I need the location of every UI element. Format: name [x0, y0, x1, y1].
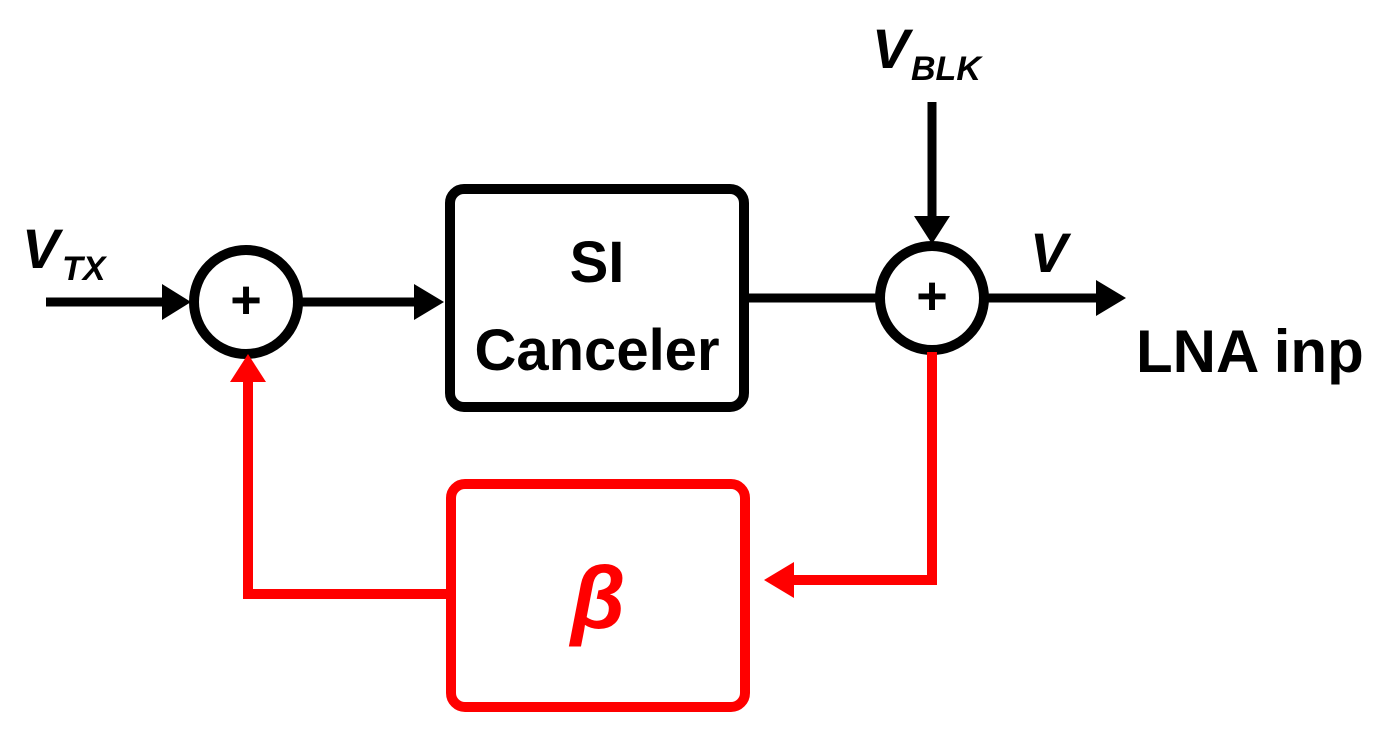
tx-label-sub: TX: [62, 250, 108, 288]
arrow-head-icon: [230, 354, 266, 382]
canceler-label-line1: SI: [570, 230, 625, 295]
blk-label-sub: BLK: [911, 50, 983, 88]
circle-plus-icon: [189, 245, 303, 359]
lna-input-caption: LNA inp: [1136, 318, 1364, 385]
si-canceler-block: SI Canceler: [445, 184, 749, 412]
arrow-head-icon: [162, 284, 191, 320]
output-label: V: [1030, 221, 1072, 284]
arrow-head-icon: [914, 216, 950, 244]
tx-input-arrow: [46, 284, 191, 320]
arrow-head-icon: [1096, 280, 1126, 316]
canceler-label-line2: Canceler: [474, 318, 719, 383]
left-summer-symbol: +: [230, 270, 262, 330]
circle-plus-icon: [875, 241, 989, 355]
blk-label-main: V: [872, 17, 914, 80]
arrow-head-icon: [414, 284, 444, 320]
output-arrow: [988, 280, 1126, 316]
tx-signal-label: V TX: [22, 217, 108, 288]
blk-input-arrow: [914, 102, 950, 244]
left-summing-junction: +: [189, 245, 303, 359]
feedback-path: β: [230, 352, 937, 712]
tx-label-main: V: [22, 217, 64, 280]
beta-symbol: β: [569, 548, 626, 647]
blk-signal-label: V BLK: [872, 17, 983, 88]
arrow-head-icon: [764, 562, 794, 598]
right-summer-symbol: +: [916, 266, 948, 326]
right-summing-junction: +: [875, 241, 989, 355]
summer-to-canceler-arrow: [302, 284, 444, 320]
